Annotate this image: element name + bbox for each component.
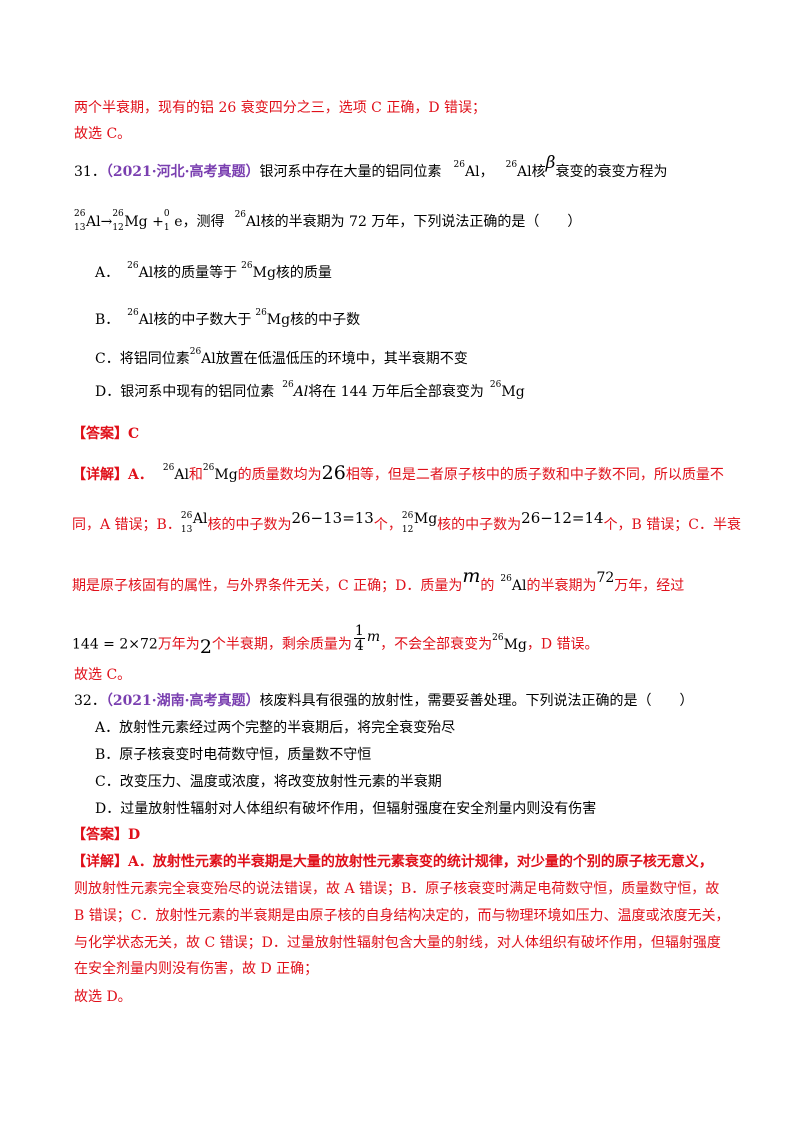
q31-stem-measure: ，测得 [182, 214, 225, 230]
isotope-al26: 26Al [127, 261, 154, 281]
isotope-al26: 26Al [127, 308, 154, 328]
beta-symbol: β [545, 153, 556, 173]
isotope-mg26: 26Mg [241, 261, 276, 281]
q32-option-d[interactable]: D．过量放射性辐射对人体组织有破坏作用，但辐射强度在安全剂量内则没有伤害 [95, 801, 597, 817]
isotope-al26: 26Al [189, 347, 216, 367]
q31-stem-question: 核的半衰期为 72 万年，下列说法正确的是（ ） [260, 214, 582, 230]
q31-source: （2021·河北·高考真题） [105, 164, 260, 180]
q32-option-c[interactable]: C．改变压力、温度或浓度，将改变放射性元素的半衰期 [95, 774, 442, 790]
q32-stem-text: 核废料具有很强的放射性，需要妥善处理。下列说法正确的是（ ） [259, 693, 694, 709]
q32-option-a[interactable]: A．放射性元素经过两个完整的半衰期后，将完全衰变殆尽 [95, 720, 456, 736]
comma: ， [479, 164, 494, 180]
q32-number: 32． [74, 693, 106, 709]
q31-stem-text: 银河系中存在大量的铝同位素 [259, 164, 442, 180]
isotope-al26: 26Al [505, 160, 532, 180]
q31-option-c[interactable]: C．将铝同位素26Al放置在低温低压的环境中，其半衰期不变 [95, 347, 468, 367]
q32-stem: 32．（2021·湖南·高考真题）核废料具有很强的放射性，需要妥善处理。下列说法… [74, 691, 694, 711]
isotope-mg26: 26Mg [255, 308, 291, 328]
q32-explanation-line3: B 错误；C．放射性元素的半衰期是由原子核的自身结构决定的，而与物理环境如压力、… [74, 908, 730, 924]
q31-final: 故选 C。 [74, 667, 132, 683]
q32-explanation-line1: 【详解】A．放射性元素的半衰期是大量的放射性元素衰变的统计规律，对少量的个别的原… [72, 854, 713, 870]
q32-explanation-line2: 则放射性元素完全衰变殆尽的说法错误，故 A 错误；B．原子核衰变时满足电荷数守恒… [74, 881, 720, 897]
isotope-al26: 26Al [234, 210, 261, 230]
isotope-mg26: 26Mg [202, 463, 238, 483]
isotope-al26: 26Al [162, 463, 189, 483]
q31-explanation-line1: 【详解】A．26Al和26Mg的质量数均为26相等，但是二者原子核中的质子数和中… [72, 462, 724, 484]
q32-explanation-line4: 与化学状态无关，故 C 错误；D．过量放射性辐射包含大量的射线，对人体组织有破坏… [74, 935, 721, 951]
prev-conclusion: 故选 C。 [74, 126, 132, 142]
q32-final: 故选 D。 [74, 989, 132, 1005]
q32-source: （2021·湖南·高考真题） [105, 693, 260, 709]
q31-number: 31． [74, 164, 106, 180]
q31-answer: 【答案】C [72, 426, 140, 442]
isotope-al26: 26Al [282, 380, 309, 400]
q31-stem-decay: 衰变的衰变方程为 [555, 164, 668, 180]
isotope-al26: 26Al [453, 160, 480, 180]
q32-option-b[interactable]: B．原子核衰变时电荷数守恒，质量数不守恒 [95, 747, 372, 763]
isotope-mg26: 26Mg [489, 380, 525, 400]
q32-answer: 【答案】D [72, 827, 141, 843]
q31-stem-he: 核 [531, 164, 546, 180]
q32-explanation-line5: 在安全剂量内则没有伤害，故 D 正确； [74, 961, 319, 977]
prev-explanation-line: 两个半衰期，现有的铝 26 衰变四分之三，选项 C 正确，D 错误； [74, 100, 487, 116]
